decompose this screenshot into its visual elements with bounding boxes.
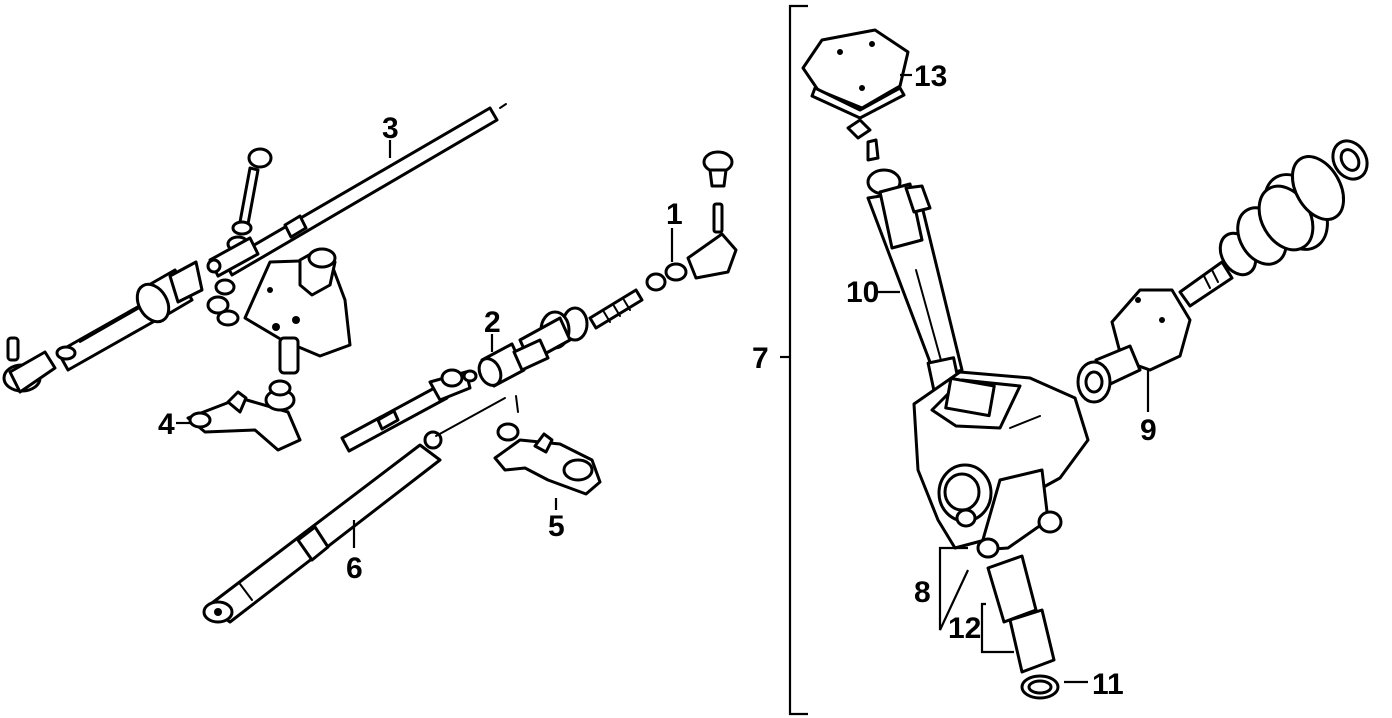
callout-1: 1 bbox=[666, 198, 683, 231]
callout-4: 4 bbox=[158, 408, 175, 441]
callout-8: 8 bbox=[914, 576, 931, 609]
callout-5: 5 bbox=[548, 510, 565, 543]
callout-10: 10 bbox=[846, 276, 879, 309]
callout-3: 3 bbox=[382, 112, 399, 145]
callout-2: 2 bbox=[484, 306, 501, 339]
steering-gear-assembly bbox=[780, 4, 1369, 716]
callout-6: 6 bbox=[346, 552, 363, 585]
callout-7: 7 bbox=[752, 342, 769, 375]
left-tie-rod-assembly bbox=[2, 103, 507, 452]
callout-13: 13 bbox=[914, 60, 947, 93]
callout-12: 12 bbox=[948, 612, 981, 645]
center-tie-rod-assembly bbox=[202, 150, 738, 624]
leader-lines bbox=[176, 73, 1150, 684]
callouts: 1 2 3 4 5 6 7 8 9 10 11 12 13 bbox=[158, 60, 1157, 701]
callout-11: 11 bbox=[1092, 668, 1124, 701]
callout-9: 9 bbox=[1140, 414, 1157, 447]
